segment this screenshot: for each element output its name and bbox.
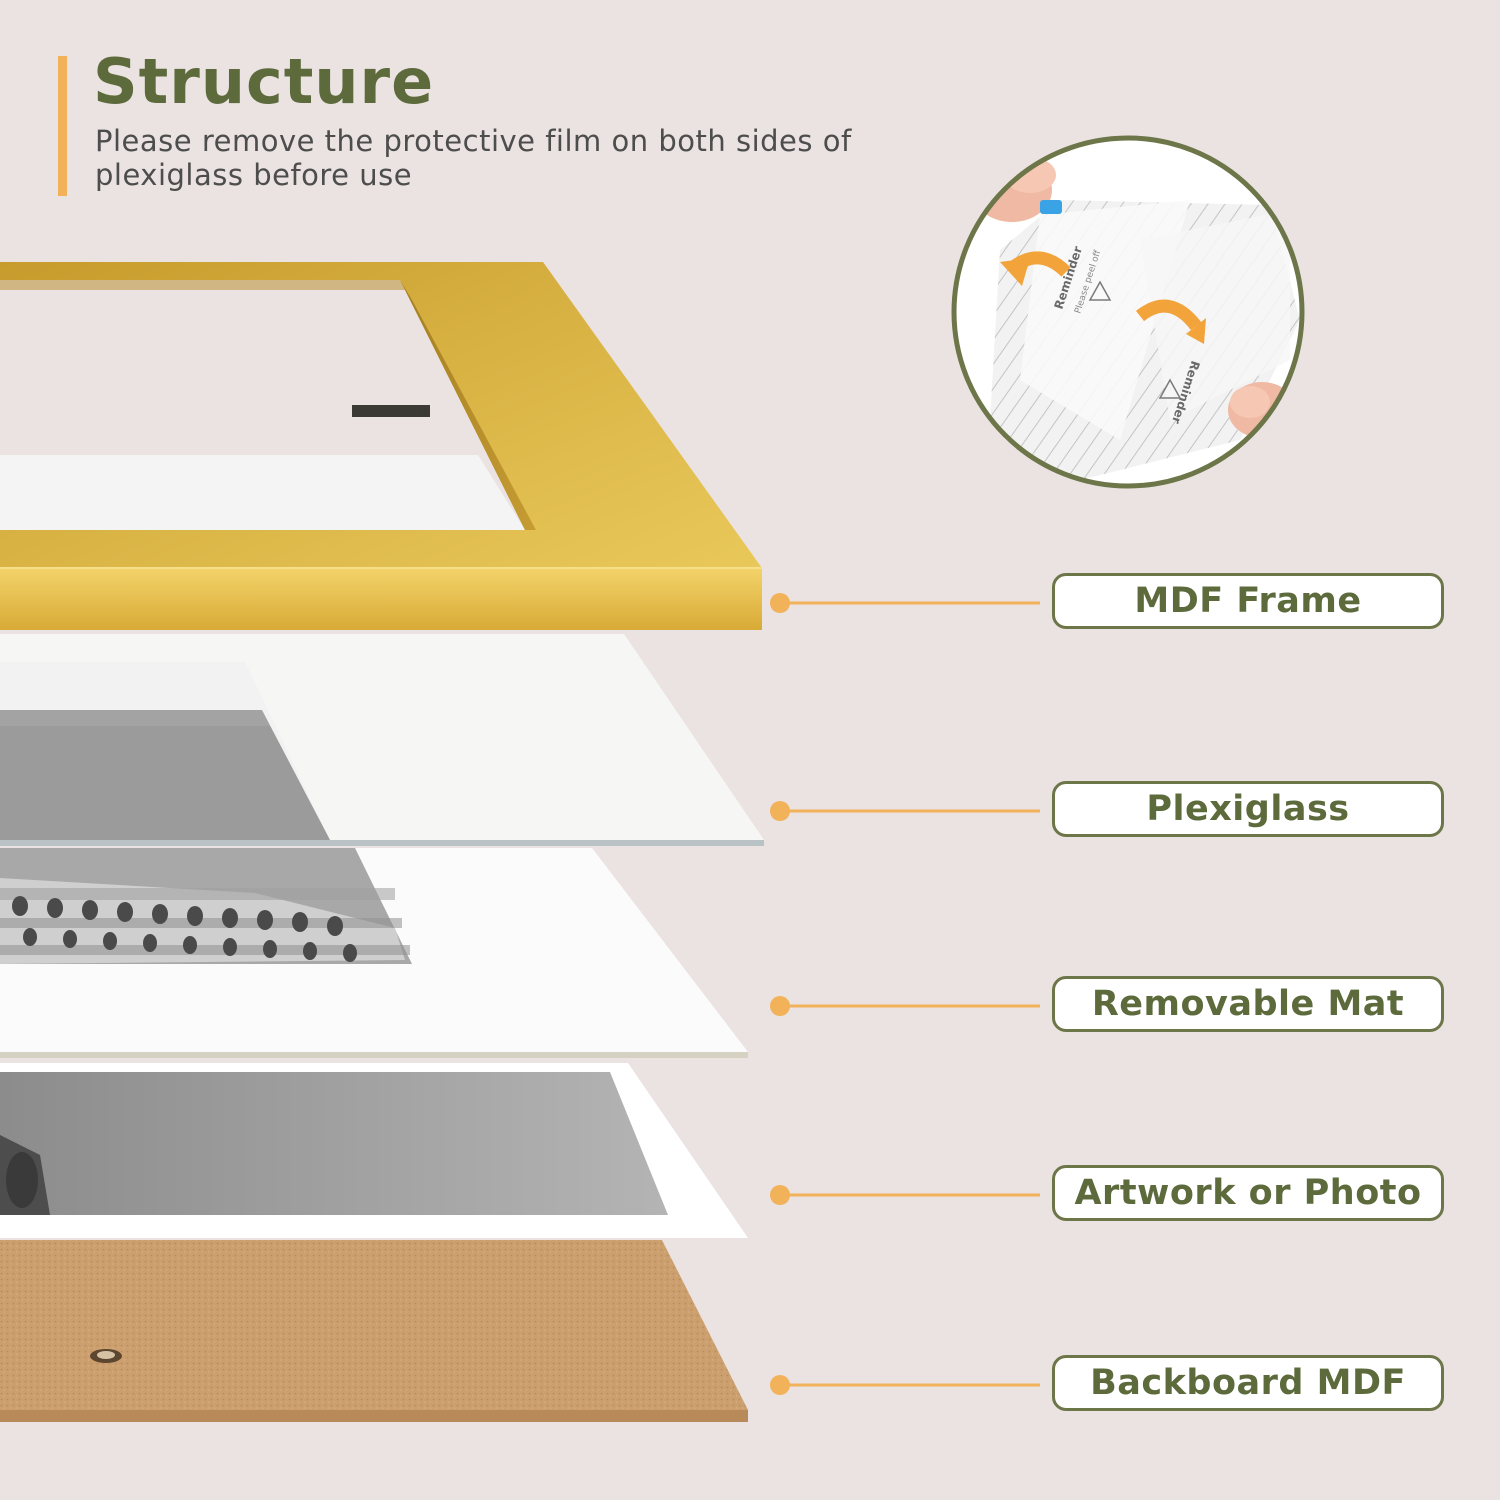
page-subtitle: Please remove the protective film on bot… xyxy=(95,124,852,192)
recycle-icon xyxy=(1088,280,1182,399)
curved-arrow-icon xyxy=(1135,299,1202,331)
label-backboard-mdf: Backboard MDF xyxy=(1052,1355,1444,1411)
connector-lines xyxy=(770,593,1040,1395)
label-plexiglass: Plexiglass xyxy=(1052,781,1444,837)
mat-layer xyxy=(0,848,748,1058)
tower-image xyxy=(0,878,410,964)
page-title: Structure xyxy=(93,45,435,118)
backboard-layer xyxy=(0,1240,748,1422)
film-tab-icon xyxy=(1040,200,1062,214)
film-peel-circle: Reminder Please peel off Reminder xyxy=(951,135,1305,489)
mdf-frame-layer xyxy=(0,262,762,630)
artwork-layer xyxy=(0,1063,748,1238)
label-mdf-frame: MDF Frame xyxy=(1052,573,1444,629)
header-accent-bar xyxy=(58,56,67,196)
label-removable-mat: Removable Mat xyxy=(1052,976,1444,1032)
label-artwork-or-photo: Artwork or Photo xyxy=(1052,1165,1444,1221)
plexiglass-layer xyxy=(0,634,764,846)
